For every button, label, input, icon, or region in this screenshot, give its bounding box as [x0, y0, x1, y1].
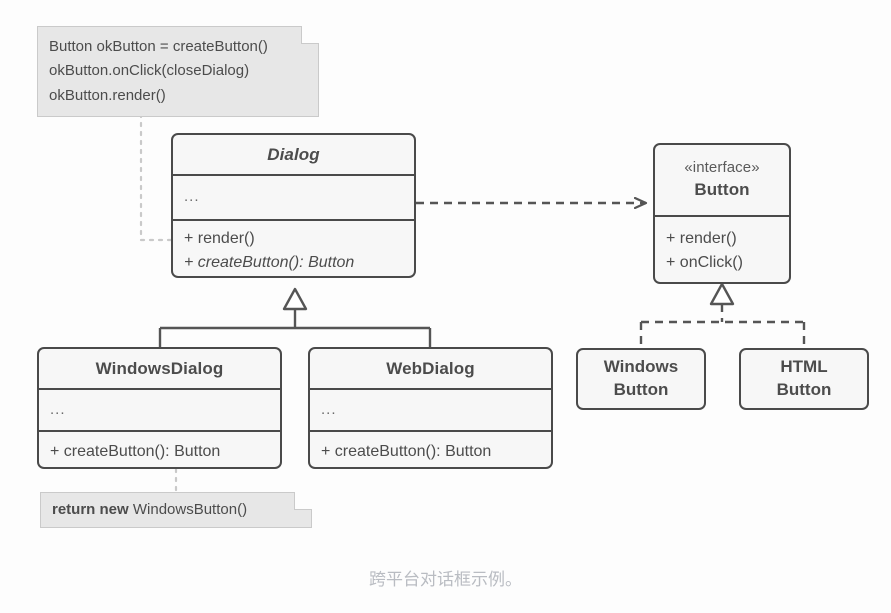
class-box-button-interface[interactable]: «interface» Button + render() + onClick(…: [653, 143, 791, 284]
note-line: Button okButton = createButton(): [49, 38, 268, 55]
note-line: okButton.render(): [49, 86, 166, 104]
dialog-attributes-compartment: ...: [173, 176, 414, 221]
web-dialog-attributes-compartment: ...: [310, 390, 551, 432]
web-dialog-title-compartment: WebDialog: [310, 349, 551, 390]
attribute-list: ...: [39, 392, 280, 429]
attribute-item: ...: [321, 400, 337, 418]
method-list: + render() + createButton(): Button: [173, 220, 414, 277]
class-box-dialog[interactable]: Dialog ... + render() + createButton(): …: [171, 133, 416, 278]
web-dialog-methods-compartment: + createButton(): Button: [310, 432, 551, 468]
class-name-line-2: Button: [613, 380, 669, 399]
note-rest: WindowsButton(): [128, 500, 248, 518]
attribute-list: ...: [310, 392, 551, 429]
method-item-onclick: + onClick(): [666, 253, 743, 271]
edge-dialogs-generalization: [158, 287, 432, 347]
button-title-compartment: «interface» Button: [655, 145, 789, 217]
class-name-windows-button: Windows Button: [604, 356, 678, 402]
button-methods-compartment: + render() + onClick(): [655, 217, 789, 282]
note-line: okButton.onClick(closeDialog): [49, 62, 250, 80]
class-name-line-1: Windows: [603, 357, 679, 377]
method-item-render: + render(): [184, 229, 255, 247]
method-list: + render() + onClick(): [655, 220, 789, 282]
note-keyword: return new: [52, 500, 129, 518]
class-header-button: «interface» Button: [655, 149, 789, 210]
attribute-item: ...: [50, 400, 66, 418]
method-item-create-button: + createButton(): Button: [50, 442, 221, 460]
windows-dialog-title-compartment: WindowsDialog: [39, 349, 280, 390]
note-fold-corner: [294, 492, 312, 510]
class-box-windows-dialog[interactable]: WindowsDialog ... + createButton(): Butt…: [37, 347, 282, 469]
windows-dialog-attributes-compartment: ...: [39, 390, 280, 432]
edge-client-note-link: [139, 103, 173, 242]
stereotype-interface: «interface»: [684, 159, 760, 177]
edge-buttons-realization: [639, 282, 806, 348]
dialog-methods-compartment: + render() + createButton(): Button: [173, 220, 414, 277]
class-name-dialog: Dialog: [267, 144, 320, 164]
attribute-item: ...: [184, 188, 200, 206]
attribute-list: ...: [173, 179, 414, 216]
method-item-create-button: + createButton(): Button: [321, 442, 492, 460]
note-fold-corner: [301, 26, 319, 44]
method-list: + createButton(): Button: [310, 433, 551, 468]
class-name-html-button: HTML Button: [777, 356, 832, 402]
class-box-web-dialog[interactable]: WebDialog ... + createButton(): Button: [308, 347, 553, 469]
class-name-web-dialog: WebDialog: [386, 358, 475, 378]
note-client-code: Button okButton = createButton() okButto…: [37, 26, 319, 117]
method-item-render: + render(): [666, 229, 737, 247]
diagram-caption: 跨平台对话框示例。: [369, 570, 522, 590]
class-box-windows-button[interactable]: Windows Button: [576, 348, 706, 410]
note-line: return new WindowsButton(): [52, 498, 247, 522]
class-name-windows-dialog: WindowsDialog: [95, 358, 224, 378]
dialog-title-compartment: Dialog: [173, 135, 414, 176]
method-list: + createButton(): Button: [39, 433, 280, 468]
class-box-html-button[interactable]: HTML Button: [739, 348, 869, 410]
note-factory-return: return new WindowsButton(): [40, 492, 312, 528]
windows-dialog-methods-compartment: + createButton(): Button: [39, 432, 280, 468]
class-name-line-2: Button: [776, 380, 832, 399]
method-item-create-button: + createButton(): Button: [184, 253, 355, 271]
class-name-line-1: HTML: [780, 357, 828, 377]
class-name-button: Button: [694, 179, 750, 199]
